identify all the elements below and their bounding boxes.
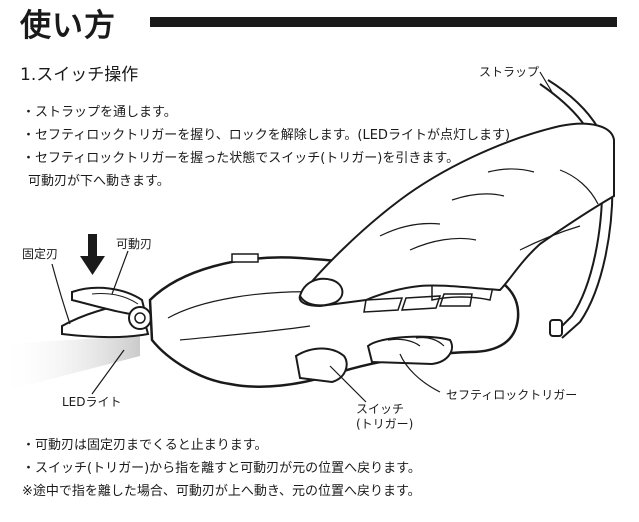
instruction-step: ・セフティロックトリガーを握った状態でスイッチ(トリガー)を引きます。 [22, 151, 460, 166]
switch-label-line1: スイッチ [356, 402, 405, 416]
page-title: 使い方 [20, 8, 116, 44]
strap-label: ストラップ [479, 65, 540, 79]
leader-strap [539, 71, 553, 93]
leader-movable-blade [111, 250, 129, 295]
led-light-label: LEDライト [62, 395, 122, 409]
safety-lock-trigger-label: セフティロックトリガー [446, 388, 578, 402]
switch-label: スイッチ (トリガー) [356, 402, 413, 432]
note-item: ・スイッチ(トリガー)から指を離すと可動刃が元の位置へ戻ります。 [22, 461, 421, 476]
down-arrow-icon [80, 234, 105, 275]
instruction-step: ・ストラップを通します。 [22, 105, 177, 120]
title-rule [150, 17, 617, 27]
instruction-step: ・セフティロックトリガーを握り、ロックを解除します。(LEDライトが点灯します) [22, 128, 511, 143]
leader-fixed-blade [51, 263, 71, 325]
safety-lock-trigger [366, 335, 453, 366]
instruction-list: ・ストラップを通します。 ・セフティロックトリガーを握り、ロックを解除します。(… [22, 101, 510, 193]
led-light-beam [0, 336, 140, 392]
pivot-bolt [128, 306, 152, 330]
leader-switch [329, 365, 367, 403]
hand [298, 122, 615, 308]
leader-led-light [91, 349, 125, 395]
movable-blade-label: 可動刃 [116, 237, 153, 251]
section-heading: 1.スイッチ操作 [20, 65, 139, 85]
note-item: ※途中で指を離した場合、可動刃が上へ動き、元の位置へ戻ります。 [22, 484, 421, 499]
switch-label-line2: (トリガー) [356, 417, 414, 431]
leader-safety-lock [399, 353, 441, 393]
note-item: ・可動刃は固定刃までくると止まります。 [22, 438, 268, 453]
notes-list: ・可動刃は固定刃までくると止まります。 ・スイッチ(トリガー)から指を離すと可動… [22, 434, 421, 503]
switch-trigger [294, 347, 348, 384]
fixed-blade-label: 固定刃 [22, 247, 59, 261]
instruction-step: 可動刃が下へ動きます。 [28, 174, 170, 189]
